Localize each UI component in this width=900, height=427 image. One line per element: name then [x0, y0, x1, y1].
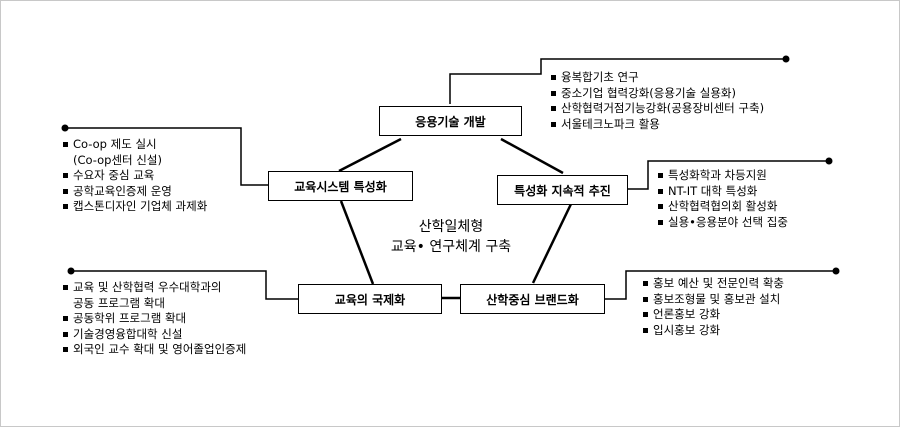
- list-edu-system: Co-op 제도 실시 (Co-op센터 신설) 수요자 중심 교육 공학교육인…: [61, 137, 207, 215]
- list-item: 공학교육인증제 운영: [61, 184, 207, 200]
- list-item: Co-op 제도 실시: [61, 137, 207, 153]
- list-item-continuation: (Co-op센터 신설): [73, 152, 162, 167]
- leader-branding: [605, 270, 836, 300]
- edge-specialization-branding: [531, 203, 573, 284]
- list-applied-tech: 융복합기초 연구 중소기업 협력강화(응용기술 실용화) 산학협력거점기능강화(…: [549, 70, 764, 132]
- list-item: 공동학위 프로그램 확대: [61, 311, 246, 327]
- list-specialization: 특성화학과 차등지원 NT-IT 대학 특성화 산학협력협의회 활성화 실용•응…: [656, 168, 788, 230]
- node-internationalization: 교육의 국제화: [298, 284, 442, 314]
- list-item: 기술경영융합대학 신설: [61, 327, 246, 343]
- list-item: NT-IT 대학 특성화: [656, 184, 788, 200]
- list-item: 홍보 예산 및 전문인력 확충: [641, 276, 784, 292]
- center-title-line1: 산학일체형: [418, 219, 484, 235]
- list-item: 융복합기초 연구: [549, 70, 764, 86]
- edge-edusystem-internationalization: [339, 200, 375, 285]
- node-specialization: 특성화 지속적 추진: [497, 175, 628, 205]
- list-item: 홍보조형물 및 홍보관 설치: [641, 292, 784, 308]
- leader-internationalization: [71, 270, 298, 300]
- endpoint-dot-edusystem: [61, 124, 69, 132]
- endpoint-dot-branding: [832, 267, 840, 275]
- list-item: 특성화학과 차등지원: [656, 168, 788, 184]
- leader-specialization: [628, 160, 829, 190]
- list-item: 서울테크노파크 활용: [549, 117, 764, 133]
- list-item: 산학협력협의회 활성화: [656, 199, 788, 215]
- node-applied-tech: 응용기술 개발: [379, 106, 522, 136]
- edge-applied-specialization: [500, 137, 564, 175]
- list-item-continuation: 공동 프로그램 확대: [73, 295, 165, 310]
- leader-applied: [449, 58, 786, 104]
- node-branding: 산학중심 브랜드화: [460, 284, 605, 314]
- list-item: 언론홍보 강화: [641, 307, 784, 323]
- edge-applied-edusystem: [338, 137, 402, 173]
- list-item: 중소기업 협력강화(응용기술 실용화): [549, 86, 764, 102]
- list-internationalization: 교육 및 산학협력 우수대학과의 공동 프로그램 확대 공동학위 프로그램 확대…: [61, 280, 246, 358]
- list-item: 외국인 교수 확대 및 영어졸업인증제: [61, 342, 246, 358]
- list-item: 교육 및 산학협력 우수대학과의: [61, 280, 246, 296]
- endpoint-dot-internationalization: [67, 267, 75, 275]
- list-item: 캡스톤디자인 기업체 과제화: [61, 199, 207, 215]
- endpoint-dot-applied: [782, 55, 790, 63]
- endpoint-dot-specialization: [825, 157, 833, 165]
- node-edu-system: 교육시스템 특성화: [268, 171, 413, 201]
- list-item: 입시홍보 강화: [641, 323, 784, 339]
- list-item: 실용•응용분야 선택 집중: [656, 215, 788, 231]
- center-title-line2: 교육• 연구체계 구축: [390, 239, 512, 255]
- center-title: 산학일체형 교육• 연구체계 구축: [371, 217, 531, 257]
- list-item: 수요자 중심 교육: [61, 168, 207, 184]
- leader-edusystem: [65, 127, 268, 186]
- list-item: 산학협력거점기능강화(공용장비센터 구축): [549, 101, 764, 117]
- list-branding: 홍보 예산 및 전문인력 확충 홍보조형물 및 홍보관 설치 언론홍보 강화 입…: [641, 276, 784, 338]
